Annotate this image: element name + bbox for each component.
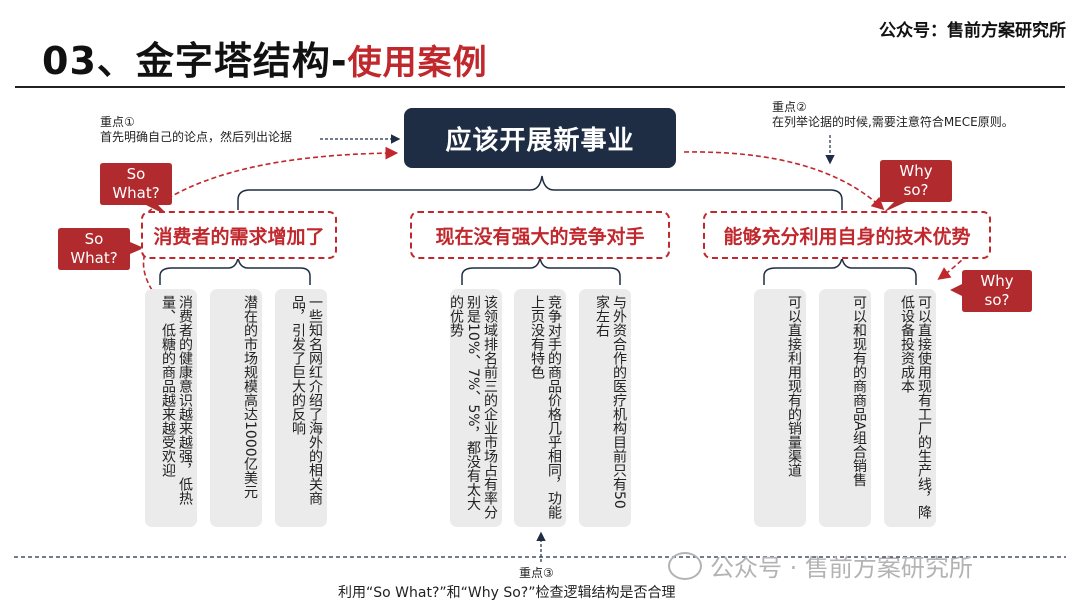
card-1-1: 消费者的健康意识越来越强，低热量、低糖的商品越来越受欢迎: [145, 289, 197, 527]
brand-label: 公众号：售前方案研究所: [879, 21, 1066, 41]
main-point-box: 应该开展新事业: [404, 108, 676, 168]
so-what-2-line2: What?: [70, 249, 118, 267]
why-so-2-line2: so?: [984, 291, 1010, 309]
main-brace: [237, 175, 843, 210]
note3-text: 利用“So What?”和“Why So?”检查逻辑结构是否合理: [338, 585, 676, 601]
title-sub: 使用案例: [347, 43, 488, 83]
card-3-2-text: 可以和现有的商商品A组合销售: [851, 295, 867, 487]
category-no-competitor: 现在没有强大的竞争对手: [410, 211, 670, 259]
card-3-2: 可以和现有的商商品A组合销售: [819, 289, 871, 527]
so-what-1-line2: What?: [112, 184, 160, 202]
brace-middle: [461, 257, 621, 285]
card-2-2-text: 竞争对手的商品价格几乎相同，功能上页没有特色: [529, 295, 562, 519]
card-2-1-text: 该领域排名前三的企业市场占有率分别是10%、7%、5%，都没有太大的优势: [448, 295, 498, 519]
note2-text: 在列举论据的时候,需要注意符合MECE原则。: [772, 115, 1014, 129]
page-title: 03、金字塔结构-使用案例: [42, 30, 488, 85]
watermark-text: 公众号 · 售前方案研究所: [710, 554, 973, 582]
card-1-2-text: 潜在的市场规模高达1000亿美元: [242, 295, 258, 499]
why-so-callout-top: Why so?: [880, 160, 952, 212]
brace-left: [159, 257, 311, 285]
wechat-icon: [668, 551, 702, 580]
so-what-callout-top: So What?: [100, 163, 172, 217]
category-consumer-demand: 消费者的需求增加了: [141, 211, 337, 259]
card-3-3-text: 可以直接使用现有工厂的生产线，降低设备投资成本: [899, 295, 932, 519]
note3-title: 重点③: [519, 566, 554, 580]
card-2-1: 该领域排名前三的企业市场占有率分别是10%、7%、5%，都没有太大的优势: [448, 289, 502, 527]
card-3-3: 可以直接使用现有工厂的生产线，降低设备投资成本: [884, 289, 936, 527]
note1-text: 首先明确自己的论点，然后列出论据: [100, 130, 293, 144]
card-3-1-text: 可以直接利用现有的销量渠道: [786, 295, 802, 477]
card-1-3-text: 一些知名网红介绍了海外的相关商品，引发了巨大的反响: [290, 295, 323, 505]
card-3-1: 可以直接利用现有的销量渠道: [754, 289, 806, 527]
so-what-2-line1: So: [84, 230, 104, 248]
card-1-2: 潜在的市场规模高达1000亿美元: [210, 289, 262, 527]
so-what-arc-top: [147, 146, 399, 213]
card-1-1-text: 消费者的健康意识越来越强，低热量、低糖的商品越来越受欢迎: [160, 295, 193, 505]
why-so-callout-right: Why so?: [950, 270, 1032, 312]
card-2-3-text: 与外资合作的医疗机构目前只有50家左右: [594, 295, 627, 509]
note1: 重点① 首先明确自己的论点，然后列出论据: [100, 115, 292, 145]
brace-right: [763, 257, 917, 285]
card-2-3: 与外资合作的医疗机构目前只有50家左右: [579, 289, 631, 527]
card-2-2: 竞争对手的商品价格几乎相同，功能上页没有特色: [514, 289, 566, 527]
header-divider: [15, 86, 1065, 88]
so-what-1-line1: So: [126, 165, 146, 183]
why-so-1-line1: Why: [899, 162, 933, 180]
note1-title: 重点①: [100, 115, 135, 129]
so-what-callout-left: So What?: [58, 228, 144, 270]
why-so-1-line2: so?: [903, 181, 929, 199]
card-1-3: 一些知名网红介绍了海外的相关商品，引发了巨大的反响: [275, 289, 327, 527]
watermark: 公众号 · 售前方案研究所: [668, 548, 973, 583]
category-tech-advantage: 能够充分利用自身的技术优势: [703, 211, 991, 259]
note2-title: 重点②: [772, 100, 807, 114]
title-main: 03、金字塔结构-: [42, 39, 348, 83]
note2: 重点② 在列举论据的时候,需要注意符合MECE原则。: [772, 100, 1014, 130]
why-so-arc-top: [683, 151, 885, 211]
why-so-2-line1: Why: [980, 272, 1014, 290]
